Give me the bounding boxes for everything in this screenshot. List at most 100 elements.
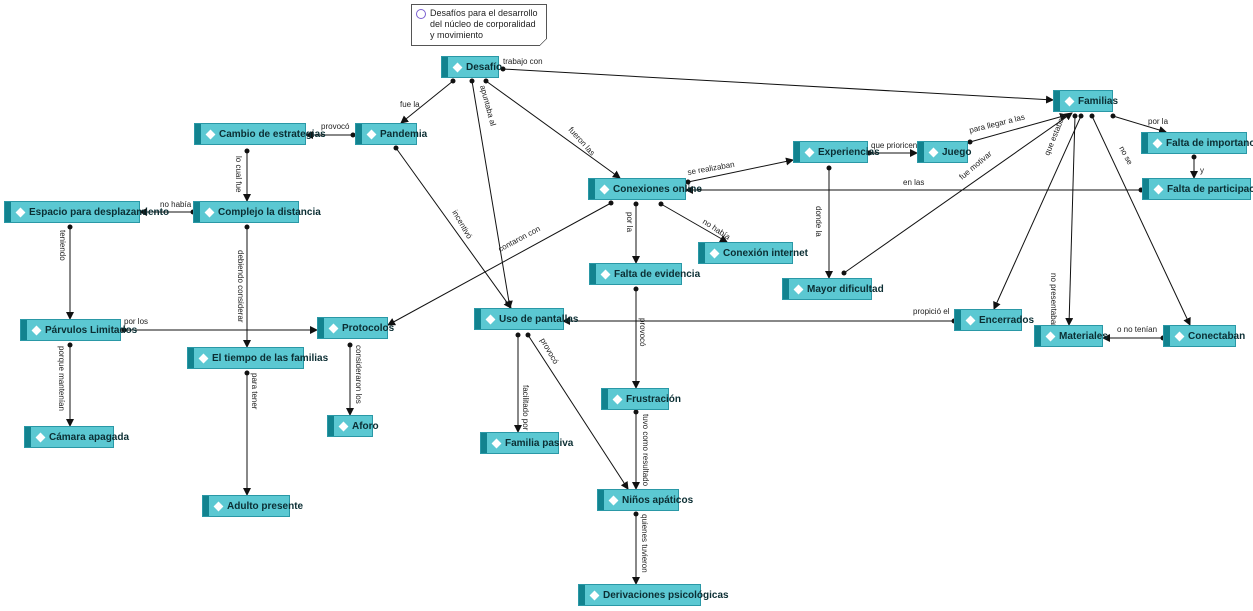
connector-fue-motivar[interactable] xyxy=(843,112,1073,274)
node-label: Juego xyxy=(942,146,972,158)
edge-label-no-se: no se xyxy=(1117,145,1134,167)
map-title-text: Desafíos para el desarrollo del núcleo d… xyxy=(430,8,538,40)
node-color-bar xyxy=(356,124,362,144)
node-camara-apagada[interactable]: Cámara apagada xyxy=(24,426,129,448)
node-label: Falta de participación xyxy=(1167,183,1253,195)
node-aforo[interactable]: Aforo xyxy=(327,415,379,437)
node-juego[interactable]: Juego xyxy=(917,141,972,163)
diamond-icon xyxy=(608,495,619,505)
node-label: Falta de importancia xyxy=(1166,137,1253,149)
edge-label-por-la-2: por la xyxy=(1148,117,1169,126)
node-label: Conexiones online xyxy=(613,183,702,195)
node-protocolos[interactable]: Protocolos xyxy=(317,317,394,339)
connector-para-llegar[interactable] xyxy=(969,113,1068,143)
connector-start-dot xyxy=(244,148,250,154)
node-conectaban[interactable]: Conectaban xyxy=(1163,325,1245,347)
node-falta-importancia[interactable]: Falta de importancia xyxy=(1141,132,1253,154)
connector-contaron-con[interactable] xyxy=(387,202,612,326)
node-color-bar xyxy=(918,142,924,162)
node-label: Desafío xyxy=(466,61,503,73)
diamond-icon xyxy=(338,421,349,431)
node-cambio-estrategias[interactable]: Cambio de estrategias xyxy=(194,123,326,145)
connector-trabajo-con[interactable] xyxy=(502,68,1054,104)
node-parvulos-limitados[interactable]: Párvulos Limitados xyxy=(20,319,137,341)
node-label: Frustración xyxy=(626,393,682,405)
node-label: Uso de pantallas xyxy=(499,313,579,325)
node-frustracion[interactable]: Frustración xyxy=(601,388,681,410)
diamond-icon xyxy=(1152,138,1163,148)
edge-label-lo-cual-fue: lo cual fue xyxy=(234,156,243,193)
edge-label-consideraron-los: consideraron los xyxy=(354,345,363,404)
node-adulto-presente[interactable]: Adulto presente xyxy=(202,495,303,517)
diamond-icon xyxy=(709,248,720,258)
diamond-icon xyxy=(485,314,496,324)
node-color-bar xyxy=(194,202,200,222)
connector-fue-la[interactable] xyxy=(400,80,454,124)
node-familias[interactable]: Familias xyxy=(1053,90,1118,112)
node-label: Familias xyxy=(1078,95,1119,107)
connector-start-dot xyxy=(393,145,399,151)
node-color-bar xyxy=(955,310,961,330)
connector-no-se[interactable] xyxy=(1091,115,1191,326)
connector-fueron-las[interactable] xyxy=(485,80,621,179)
connector-provoco-2[interactable] xyxy=(527,334,629,490)
edge-label-trabajo-con: trabajo con xyxy=(503,57,543,66)
diamond-icon xyxy=(491,438,502,448)
node-falta-participacion[interactable]: Falta de participación xyxy=(1142,178,1253,200)
connector-start-dot xyxy=(826,165,832,171)
note-icon xyxy=(416,9,426,19)
node-uso-pantallas[interactable]: Uso de pantallas xyxy=(474,308,578,330)
connector-apuntaba-al[interactable] xyxy=(471,80,513,309)
node-ninos-apaticos[interactable]: Niños apáticos xyxy=(597,489,693,511)
edge-label-donde-la: donde la xyxy=(814,206,823,237)
node-conexiones-online[interactable]: Conexiones online xyxy=(588,178,702,200)
node-label: Falta de evidencia xyxy=(614,268,701,280)
node-label: Experiencias xyxy=(818,146,880,158)
node-label: Protocolos xyxy=(342,322,395,334)
edge-label-facilitado-por: facilitado por xyxy=(521,385,530,431)
node-materiales[interactable]: Materiales xyxy=(1034,325,1108,347)
connector-start-dot xyxy=(1089,113,1095,119)
connector-start-dot xyxy=(469,78,475,84)
node-label: Familia pasiva xyxy=(505,437,574,449)
edge-label-porque-mantenian: porque mantenían xyxy=(57,346,66,411)
connector-no-habia-2[interactable] xyxy=(660,203,728,243)
connector-que-estaban[interactable] xyxy=(993,115,1082,310)
node-complejo-distancia[interactable]: Complejo la distancia xyxy=(193,201,321,223)
node-falta-evidencia[interactable]: Falta de evidencia xyxy=(589,263,700,285)
node-conexion-internet[interactable]: Conexión internet xyxy=(698,242,808,264)
edge-label-por-los: por los xyxy=(124,317,148,326)
connector-start-dot xyxy=(658,201,664,207)
connector-start-dot xyxy=(1072,113,1078,119)
connector-start-dot xyxy=(1191,154,1197,160)
node-espacio-desplazamiento[interactable]: Espacio para desplazamiento xyxy=(4,201,169,223)
node-label: Pandemia xyxy=(380,128,428,140)
node-tiempo-familias[interactable]: El tiempo de las familias xyxy=(187,347,328,369)
diamond-icon xyxy=(198,353,209,363)
connector-start-dot xyxy=(633,286,639,292)
connector-se-realizaban[interactable] xyxy=(687,157,794,183)
connector-start-dot xyxy=(450,78,456,84)
node-label: Complejo la distancia xyxy=(218,206,321,218)
connector-start-dot xyxy=(1078,113,1084,119)
node-color-bar xyxy=(442,57,448,77)
node-familia-pasiva[interactable]: Familia pasiva xyxy=(480,432,573,454)
node-label: Cámara apagada xyxy=(49,431,130,443)
node-desafio[interactable]: Desafío xyxy=(441,56,503,78)
map-title-note[interactable]: Desafíos para el desarrollo del núcleo d… xyxy=(411,4,547,46)
edge-label-fueron-las: fueron las xyxy=(567,125,597,157)
node-pandemia[interactable]: Pandemia xyxy=(355,123,427,145)
connector-incentivo[interactable] xyxy=(395,147,512,309)
connector-por-la-2[interactable] xyxy=(1112,115,1167,134)
node-derivaciones[interactable]: Derivaciones psicológicas xyxy=(578,584,729,606)
edge-label-que-prioricen: que prioricen xyxy=(871,141,917,150)
connector-no-presentaban[interactable] xyxy=(1065,115,1076,326)
connector-start-dot xyxy=(633,409,639,415)
node-experiencias[interactable]: Experiencias xyxy=(793,141,880,163)
diamond-icon xyxy=(205,129,216,139)
node-mayor-dificultad[interactable]: Mayor dificultad xyxy=(782,278,884,300)
edge-label-tuvo-resultado: tuvo como resultado xyxy=(641,414,650,487)
node-encerrados[interactable]: Encerrados xyxy=(954,309,1034,331)
node-color-bar xyxy=(1143,179,1149,199)
diamond-icon xyxy=(1153,184,1164,194)
